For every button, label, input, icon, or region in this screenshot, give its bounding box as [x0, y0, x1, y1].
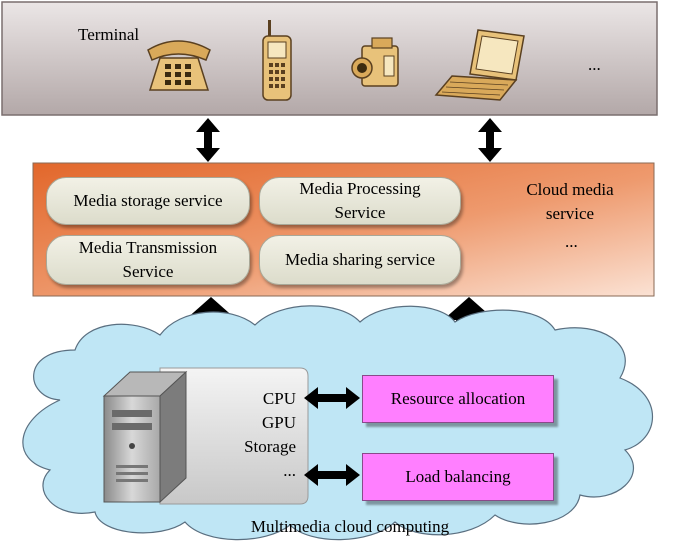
server-tower-icon: [102, 370, 188, 504]
service-label-media-processing: Media Processing Service: [299, 179, 421, 222]
terminal-title: Terminal: [78, 25, 140, 44]
service-more-ellipsis: ...: [565, 232, 578, 251]
h-double-arrow-bottom: [304, 464, 360, 486]
service-label-media-sharing: Media sharing service: [284, 250, 436, 269]
h-double-arrow-top: [304, 387, 360, 409]
double-arrow-left: [196, 118, 220, 162]
terminal-panel: [1, 1, 658, 116]
service-label-media-transmission: Media Transmission Service: [78, 238, 218, 281]
service-pill-media-transmission: Media Transmission Service: [46, 235, 250, 285]
service-pill-media-sharing: Media sharing service: [259, 235, 461, 285]
server-backdrop: [159, 367, 309, 505]
resource-allocation-box: Resource allocation: [362, 375, 554, 423]
cloud-media-service-label: Cloud media service: [526, 180, 614, 223]
telephone-icon: [147, 40, 211, 91]
terminal-more-ellipsis: ...: [588, 55, 601, 74]
resource-more-ellipsis: ...: [283, 461, 296, 480]
service-pill-media-storage: Media storage service: [46, 177, 250, 225]
load-balancing-box: Load balancing: [362, 453, 554, 501]
double-arrow-right: [478, 118, 502, 162]
laptop-icon: [434, 29, 525, 101]
video-camera-icon: [351, 37, 399, 87]
mobile-phone-icon: [262, 20, 292, 101]
resource-cpu: CPU: [262, 389, 296, 408]
service-label-media-storage: Media storage service: [73, 191, 223, 210]
load-balancing-label: Load balancing: [405, 467, 511, 486]
resource-allocation-label: Resource allocation: [390, 389, 526, 408]
cloud-label: Multimedia cloud computing: [250, 517, 450, 536]
service-pill-media-processing: Media Processing Service: [259, 177, 461, 225]
resource-gpu: GPU: [261, 413, 296, 432]
resource-storage: Storage: [244, 437, 296, 456]
